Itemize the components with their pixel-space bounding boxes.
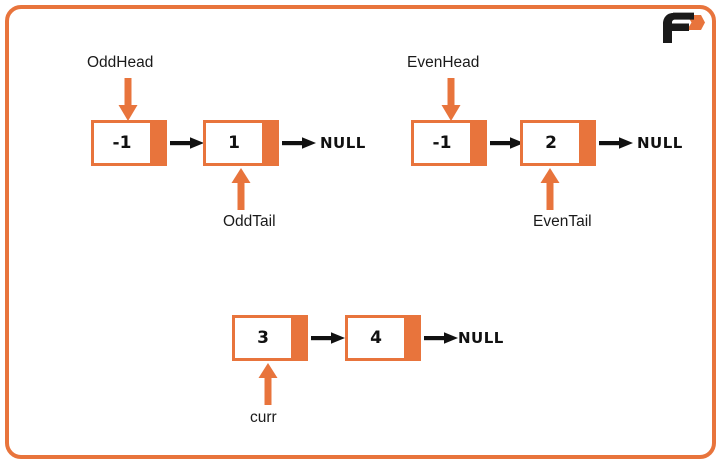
pointer-label-oddtail: OddTail xyxy=(223,213,276,230)
brand-logo-f-arrow-icon xyxy=(661,10,705,46)
node-even-1-value: 2 xyxy=(520,120,582,166)
pointer-arrow-oddhead-down xyxy=(118,78,138,122)
node-curr-1-pointer-cell xyxy=(407,315,421,361)
node-odd-0: -1 xyxy=(91,120,167,166)
node-odd-1-pointer-cell xyxy=(265,120,279,166)
node-odd-1-value: 1 xyxy=(203,120,265,166)
pointer-arrow-eventail-up xyxy=(540,168,560,210)
node-curr-1: 4 xyxy=(345,315,421,361)
link-arrow-even-0-to-1 xyxy=(490,136,524,150)
outer-frame-border xyxy=(5,5,716,459)
pointer-arrow-oddtail-up xyxy=(231,168,251,210)
link-arrow-even-1-to-null xyxy=(599,136,633,150)
node-even-1-pointer-cell xyxy=(582,120,596,166)
node-curr-0: 3 xyxy=(232,315,308,361)
null-terminator-curr: NULL xyxy=(458,329,504,347)
pointer-label-eventail: EvenTail xyxy=(533,213,592,230)
node-odd-1: 1 xyxy=(203,120,279,166)
node-curr-0-value: 3 xyxy=(232,315,294,361)
null-terminator-even: NULL xyxy=(637,134,683,152)
node-odd-0-value: -1 xyxy=(91,120,153,166)
pointer-label-curr: curr xyxy=(250,409,277,426)
pointer-arrow-evenhead-down xyxy=(441,78,461,122)
node-curr-0-pointer-cell xyxy=(294,315,308,361)
node-odd-0-pointer-cell xyxy=(153,120,167,166)
pointer-label-oddhead: OddHead xyxy=(87,54,154,71)
link-arrow-odd-0-to-1 xyxy=(170,136,204,150)
node-even-0: -1 xyxy=(411,120,487,166)
pointer-arrow-curr-up xyxy=(258,363,278,405)
node-even-0-value: -1 xyxy=(411,120,473,166)
node-even-1: 2 xyxy=(520,120,596,166)
link-arrow-curr-0-to-1 xyxy=(311,331,345,345)
node-curr-1-value: 4 xyxy=(345,315,407,361)
link-arrow-odd-1-to-null xyxy=(282,136,316,150)
pointer-label-evenhead: EvenHead xyxy=(407,54,480,71)
node-even-0-pointer-cell xyxy=(473,120,487,166)
link-arrow-curr-1-to-null xyxy=(424,331,458,345)
null-terminator-odd: NULL xyxy=(320,134,366,152)
